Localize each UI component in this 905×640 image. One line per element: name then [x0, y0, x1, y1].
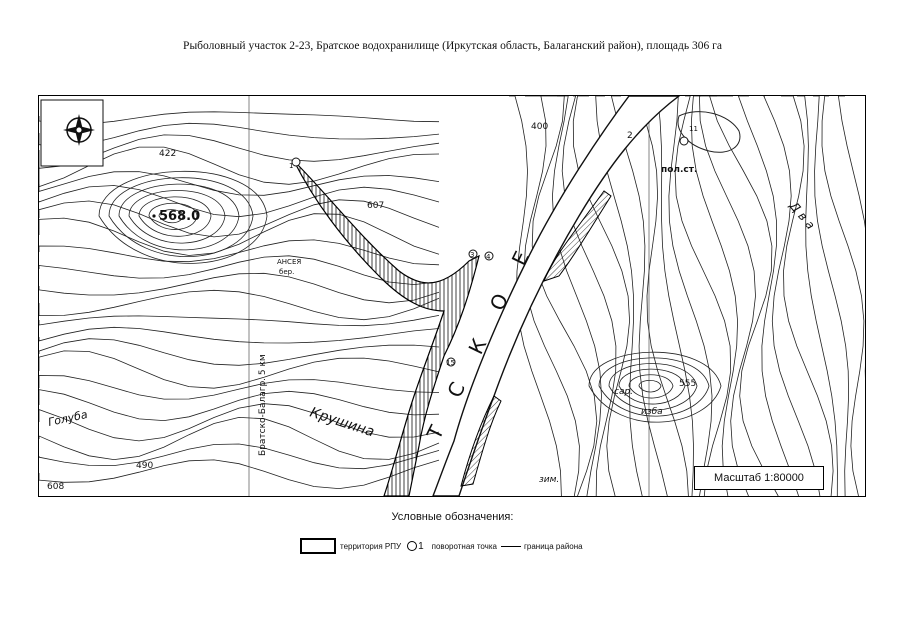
reservoir	[432, 96, 681, 496]
rpu-swatch	[300, 538, 336, 554]
turn-point-1: 1	[289, 162, 293, 170]
contour-line	[148, 202, 198, 230]
contour-line	[39, 146, 440, 188]
contour-line	[551, 96, 602, 496]
contour-line	[628, 374, 674, 399]
contour-line	[618, 368, 686, 405]
contour-line	[561, 96, 617, 496]
contour-line	[837, 96, 865, 379]
contour-line	[39, 199, 440, 238]
contour-line	[813, 96, 850, 496]
legend-title: Условные обозначения:	[391, 511, 514, 523]
label-izba: изба	[641, 407, 663, 417]
elevation-568: 568.0	[159, 209, 200, 224]
map-frame: 568.0 422 400 607 490 555 608 АНСЕЯ бер.…	[38, 95, 866, 497]
contour-line	[588, 351, 722, 423]
contour-line	[638, 379, 662, 393]
turn-point-3: 3	[470, 251, 474, 259]
contour-line	[158, 209, 184, 224]
contour-line	[39, 459, 440, 490]
contour-line	[39, 443, 440, 470]
contour-line	[118, 183, 240, 251]
district-border-line-icon	[500, 545, 521, 547]
label-river-left: Голуба	[47, 408, 89, 429]
elevation-608: 608	[47, 482, 64, 492]
elevation-400: 400	[531, 122, 548, 132]
contour-line	[763, 96, 821, 496]
contour-line	[608, 363, 698, 411]
turn-point-2: 2	[627, 131, 633, 141]
legend-border-label: граница района	[523, 541, 583, 551]
contour-line	[636, 96, 689, 496]
contour-line	[39, 389, 440, 422]
contour-line	[797, 96, 838, 496]
contour-line	[668, 96, 713, 496]
contour-line	[690, 96, 739, 496]
turn-point-15: 15	[446, 359, 455, 367]
topographic-map: 568.0 422 400 607 490 555 608 АНСЕЯ бер.…	[39, 96, 865, 496]
contour-line	[39, 375, 440, 400]
contour-line	[737, 96, 799, 496]
contour-line	[677, 111, 741, 153]
contour-line	[39, 338, 440, 366]
contour-line	[128, 190, 226, 244]
contour-line	[39, 326, 440, 344]
legend-turn-point-number: 1	[418, 540, 424, 552]
contour-line	[39, 185, 440, 218]
contour-line	[39, 289, 440, 321]
contour-line	[698, 96, 756, 496]
contour-line	[39, 350, 440, 389]
contour-line	[781, 96, 834, 496]
contour-line	[39, 213, 440, 256]
scale-label: Масштаб 1:80000	[694, 466, 824, 490]
label-pol-st: пол.ст.	[661, 165, 697, 175]
compass-rose-icon	[40, 99, 104, 167]
contour-line	[39, 416, 440, 461]
contour-line	[39, 272, 440, 304]
contour-line	[138, 196, 212, 237]
contour-line	[674, 96, 732, 496]
elevation-555: 555	[679, 379, 696, 389]
label-road: Братско-Балагр. 5 км	[258, 354, 268, 456]
contour-line	[108, 177, 254, 258]
turn-point-icon	[407, 541, 418, 551]
contour-line	[598, 357, 710, 417]
label-krushina: Крушина	[308, 405, 376, 441]
contour-line	[572, 96, 631, 496]
turn-point-11: 11	[689, 125, 698, 133]
rpu-territory	[293, 160, 612, 496]
elevation-490: 490	[136, 461, 153, 471]
contour-line	[39, 171, 440, 196]
elevation-607: 607	[367, 201, 384, 211]
legend: территория РПУ 1 поворотная точка границ…	[300, 538, 583, 554]
label-ber: бер.	[279, 268, 294, 276]
legend-turn-point-label: поворотная точка	[431, 541, 497, 551]
contour-line	[821, 96, 865, 496]
legend-rpu-label: территория РПУ	[340, 541, 402, 551]
contour-line	[39, 255, 440, 286]
map-grid	[248, 96, 650, 496]
contour-lines	[39, 96, 865, 496]
contour-line	[39, 403, 440, 442]
contour-line	[653, 96, 694, 496]
label-zim: зим.	[539, 475, 559, 485]
contour-line	[709, 96, 779, 496]
contour-line	[98, 170, 268, 264]
contour-line	[39, 315, 440, 327]
label-angsa: АНСЕЯ	[277, 258, 301, 266]
label-sar: сар.	[614, 387, 633, 397]
page-title: Рыболовный участок 2-23, Братское водохр…	[183, 40, 722, 52]
turn-point-4: 4	[486, 253, 491, 261]
elevation-422: 422	[159, 149, 176, 159]
